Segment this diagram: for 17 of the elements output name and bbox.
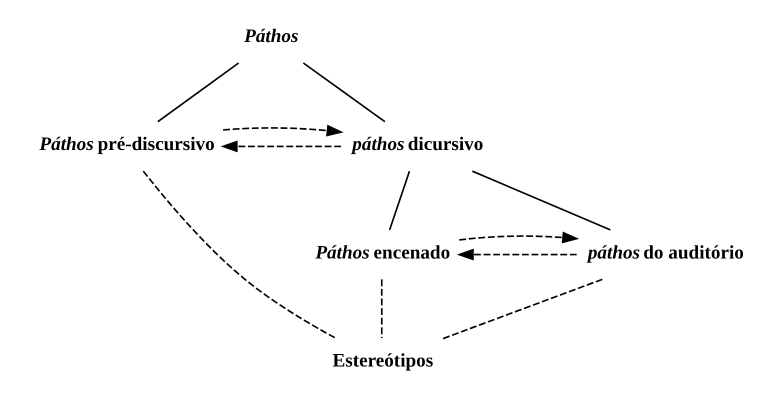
arrow <box>222 124 344 136</box>
connector <box>388 170 410 230</box>
connector <box>380 279 382 338</box>
node-text: páthos do auditório <box>587 242 744 264</box>
arrow <box>456 248 576 261</box>
node-text: Páthos <box>244 26 298 47</box>
connector <box>472 170 610 231</box>
connector <box>302 62 385 122</box>
connector <box>156 62 239 122</box>
arrow <box>458 232 579 244</box>
node-text: Páthos encenado <box>314 242 450 264</box>
connector <box>441 278 602 340</box>
arrow <box>220 140 341 152</box>
node-text: páthos dicursivo <box>352 134 483 156</box>
node-text: Páthos pré-discursivo <box>38 134 214 156</box>
connector <box>142 170 336 339</box>
node-text: Estereótipos <box>332 350 433 372</box>
